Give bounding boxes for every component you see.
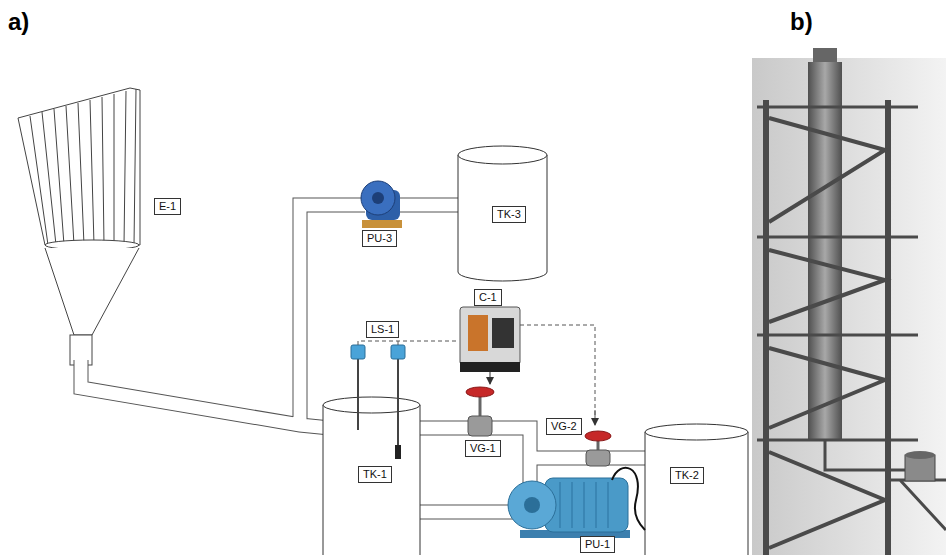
pump-pu1 [508, 468, 645, 538]
relay [460, 307, 520, 372]
tag-box: TK-1 [358, 466, 392, 483]
pump-pu3 [361, 181, 402, 228]
tag-box: LS-1 [366, 321, 399, 338]
tag-text: TK-2 [675, 469, 699, 481]
pipework [81, 205, 650, 512]
tag-text: TK-1 [363, 468, 387, 480]
tag-box: PU-3 [362, 230, 397, 247]
tag-text: PU-3 [367, 232, 392, 244]
tag-text: PU-1 [585, 538, 610, 550]
panel-label: a) [8, 8, 29, 36]
tag-text: E-1 [159, 200, 176, 212]
tanks [323, 146, 748, 555]
tag-text: LS-1 [371, 323, 394, 335]
tag-box: PU-1 [580, 536, 615, 553]
tag-box: E-1 [154, 198, 181, 215]
tag-box: C-1 [474, 289, 502, 306]
tag-box: VG-2 [546, 418, 582, 435]
tag-text: VG-1 [470, 442, 496, 454]
tag-text: VG-2 [551, 420, 577, 432]
column-tower [752, 48, 946, 555]
panel-label: b) [790, 8, 813, 36]
tag-text: TK-3 [497, 208, 521, 220]
tag-text: C-1 [479, 291, 497, 303]
tag-box: TK-3 [492, 206, 526, 223]
valves [466, 387, 611, 466]
tag-box: TK-2 [670, 467, 704, 484]
tag-box: VG-1 [465, 440, 501, 457]
exchanger-e1 [18, 88, 140, 365]
